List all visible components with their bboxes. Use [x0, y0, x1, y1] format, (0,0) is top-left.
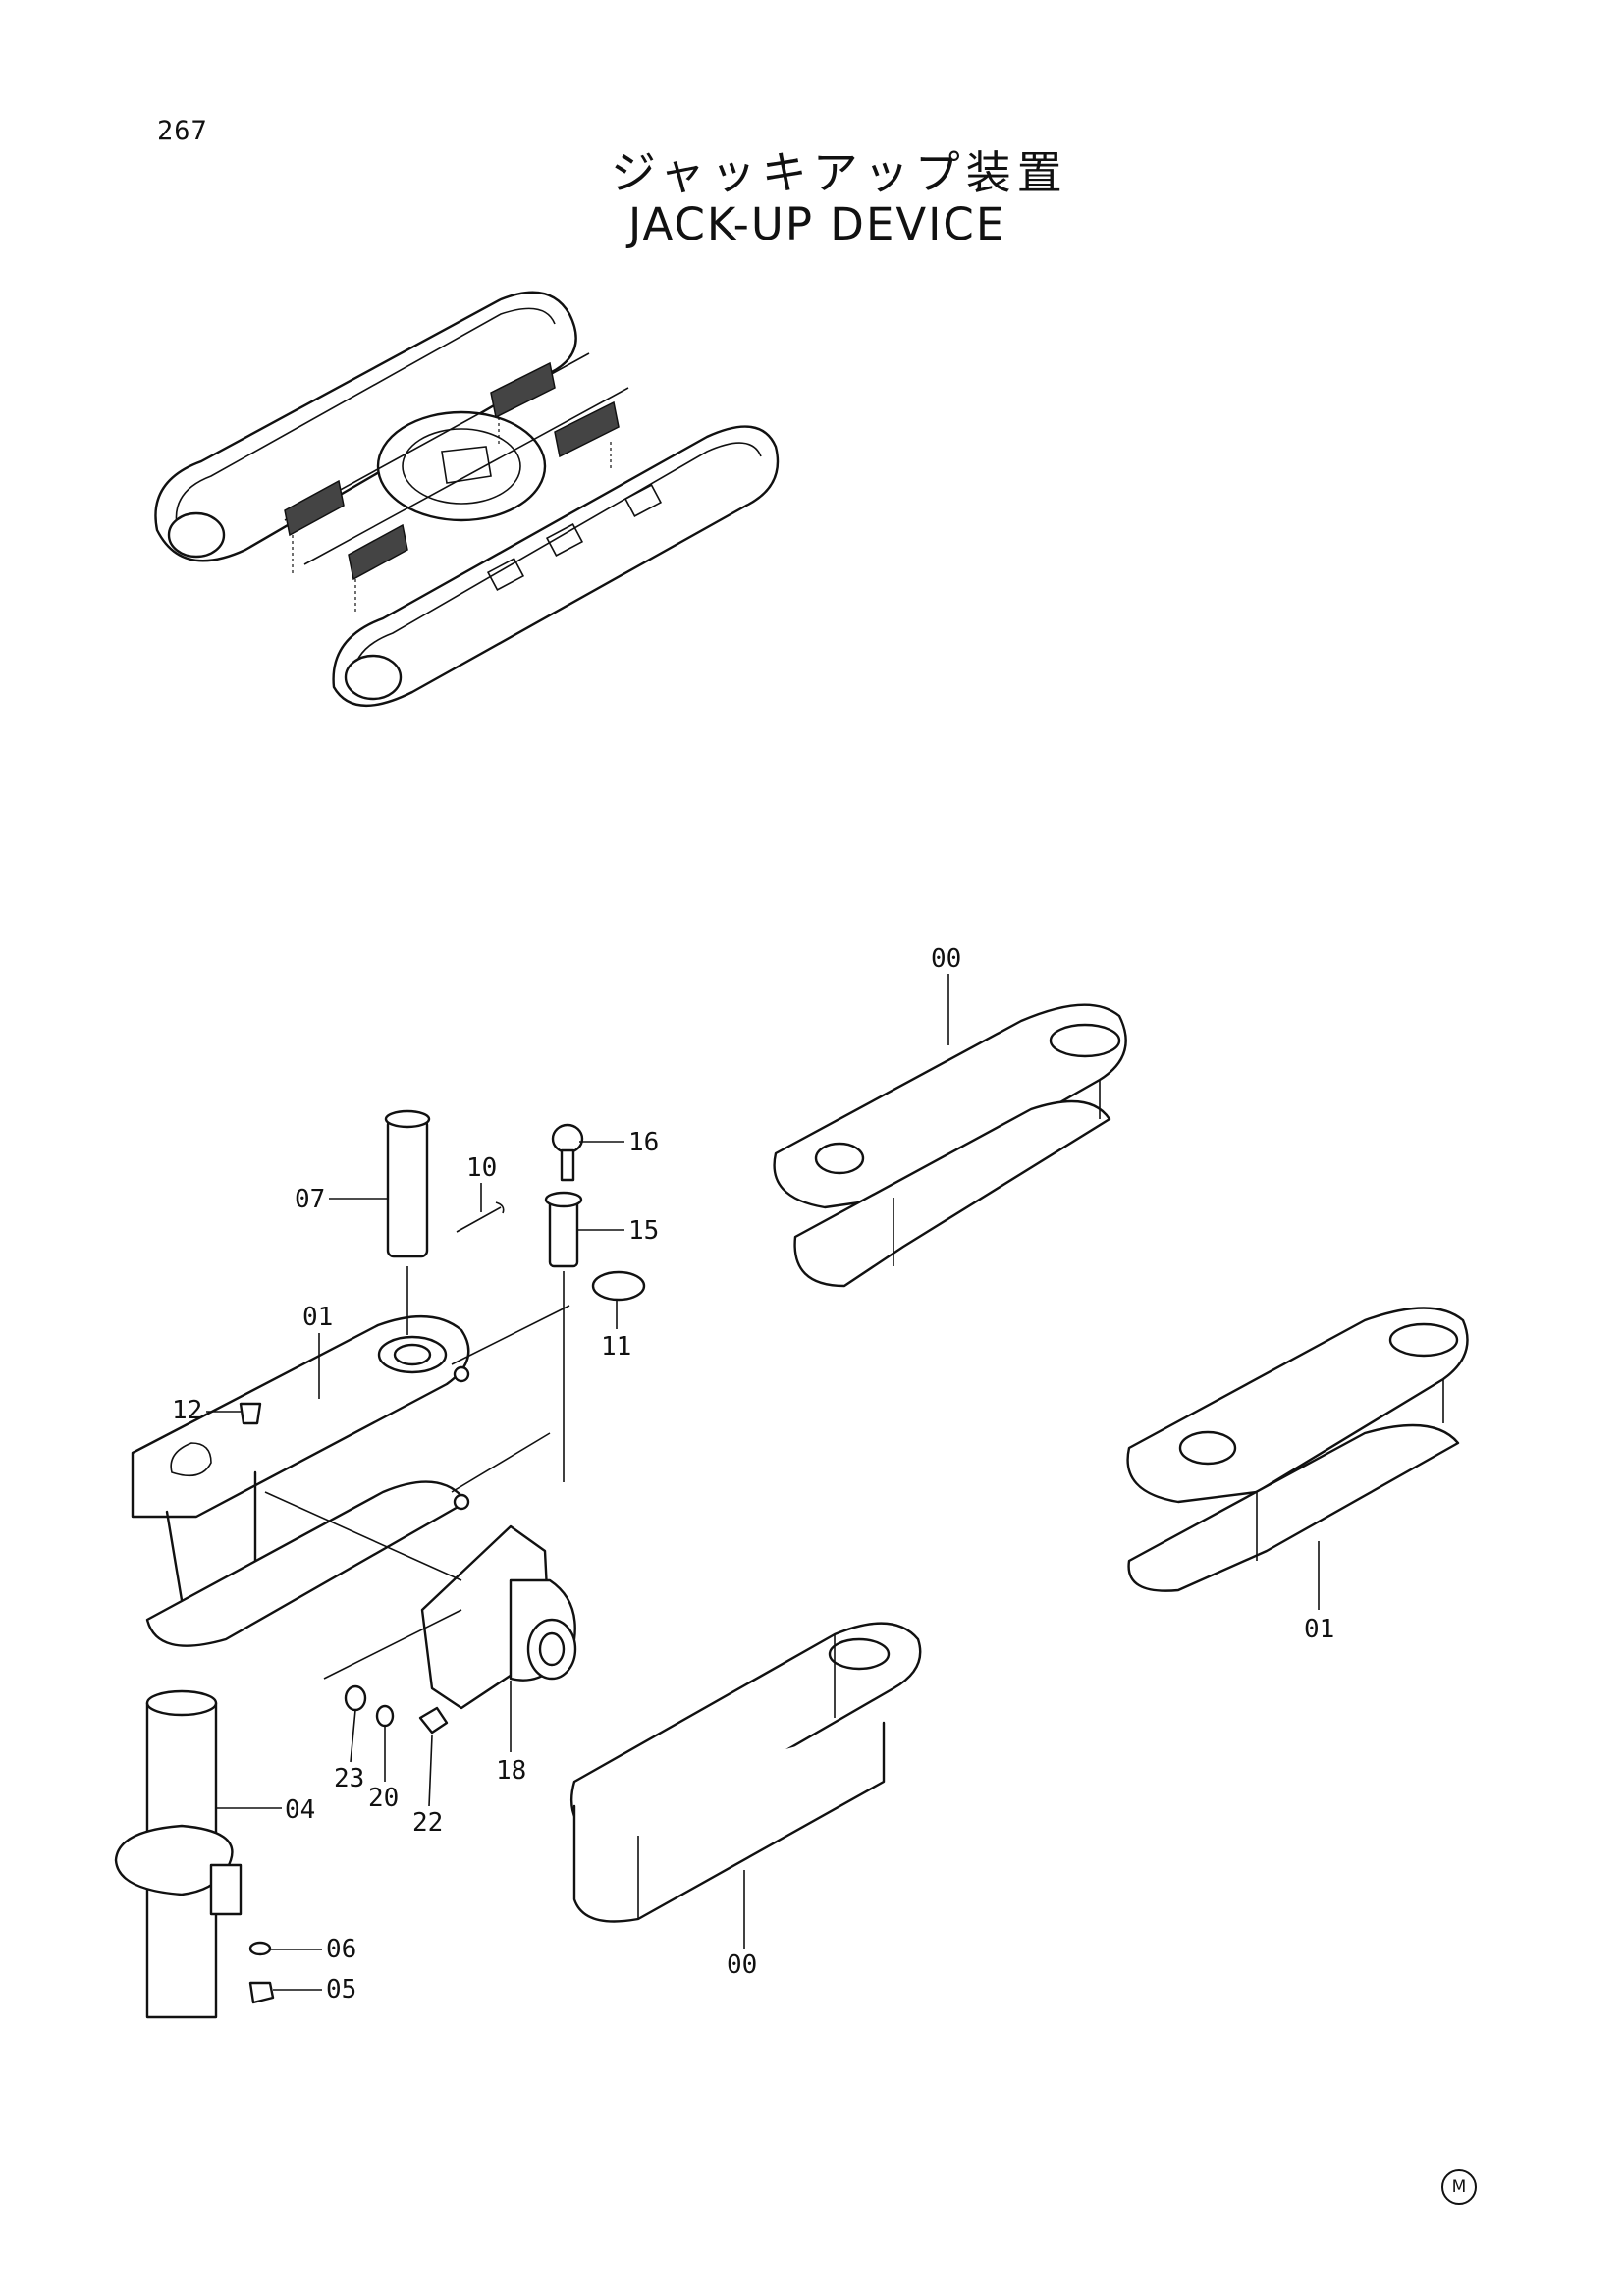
- callout-01-right: 01: [1304, 1615, 1334, 1644]
- callout-00-lower: 00: [727, 1950, 757, 1980]
- title-english: JACK-UP DEVICE: [628, 198, 1006, 250]
- callouts: 00 00 01 01 04 05 06 07 10 11 12 15 16 1…: [172, 944, 1334, 2004]
- callout-00-upper: 00: [931, 944, 961, 974]
- bracket-00-lower: [570, 1622, 922, 1923]
- bracket-01-right: [1126, 1307, 1469, 1592]
- callout-06: 06: [326, 1935, 356, 1964]
- callout-04: 04: [285, 1795, 315, 1825]
- page-number: 267: [157, 116, 208, 146]
- title-japanese: ジャッキアップ装置: [611, 146, 1068, 199]
- callout-07: 07: [295, 1185, 325, 1214]
- callout-15: 15: [628, 1216, 659, 1246]
- exploded-assembly: [114, 1109, 646, 2019]
- callout-22: 22: [412, 1808, 443, 1838]
- callout-01-left: 01: [302, 1303, 333, 1332]
- callout-10: 10: [466, 1153, 497, 1183]
- callout-11: 11: [601, 1332, 631, 1362]
- bracket-00-upper: [773, 1003, 1127, 1288]
- callout-12: 12: [172, 1396, 202, 1425]
- callout-23: 23: [334, 1764, 364, 1793]
- undercarriage-overview: [154, 291, 780, 707]
- callout-20: 20: [368, 1784, 399, 1813]
- circled-m-mark: M: [1441, 2169, 1477, 2205]
- callout-16: 16: [628, 1128, 659, 1157]
- callout-18: 18: [496, 1756, 526, 1786]
- callout-05: 05: [326, 1975, 356, 2004]
